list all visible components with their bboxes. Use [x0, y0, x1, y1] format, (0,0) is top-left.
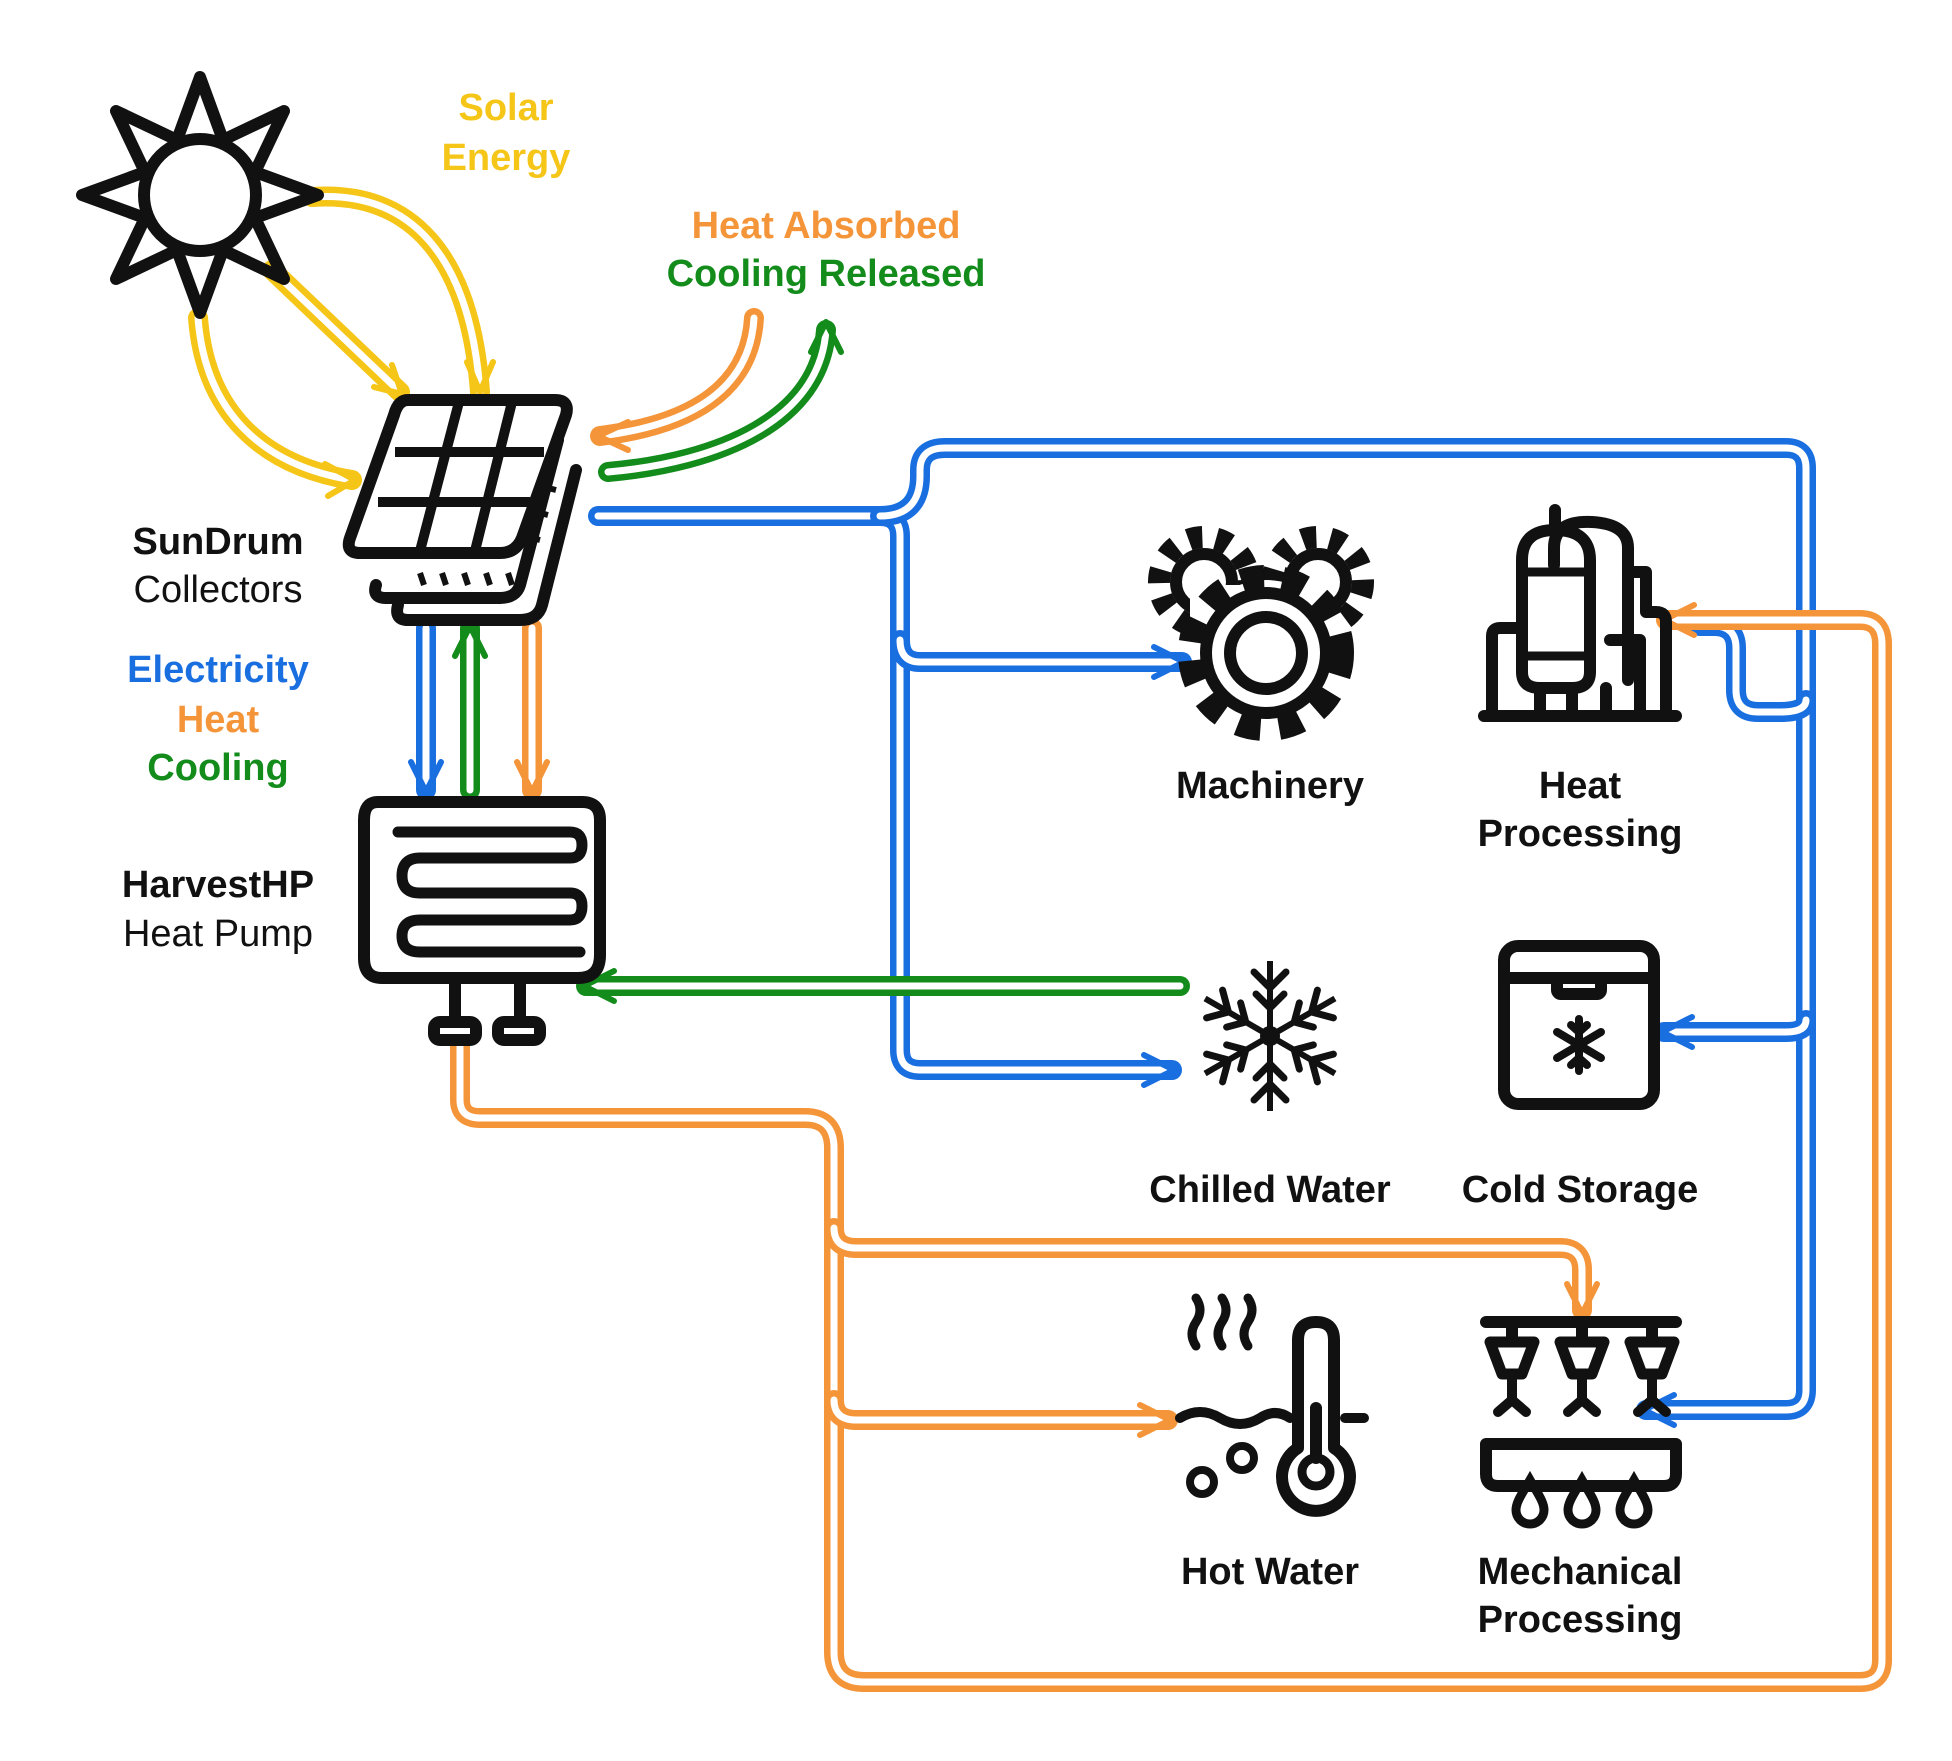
freezer-icon	[1498, 940, 1660, 1110]
cooling-released-label: Cooling Released	[667, 253, 986, 295]
heatpump-name: HarvestHP	[122, 864, 314, 906]
hot-water-label: Hot Water	[1181, 1551, 1359, 1593]
mechanical-processing-label-line2: Processing	[1478, 1599, 1683, 1641]
sun-icon	[76, 71, 324, 319]
thermometer-steam-icon	[1175, 1293, 1369, 1517]
flow-electricity-label: Electricity	[127, 649, 309, 691]
flow-cooling-label: Cooling	[147, 747, 288, 789]
machinery-label: Machinery	[1176, 765, 1364, 807]
labels: Solar Energy Heat Absorbed Cooling Relea…	[122, 87, 1698, 1641]
chilled-water-label: Chilled Water	[1149, 1169, 1391, 1211]
gears-icon	[1148, 526, 1374, 741]
heat-pump-coil-icon	[358, 796, 606, 1046]
conveyor-icon	[1480, 1316, 1682, 1524]
heat-absorbed-label: Heat Absorbed	[692, 205, 961, 247]
heat-flows	[450, 602, 1892, 1692]
solar-flows	[188, 186, 496, 499]
tanks-icon	[1478, 504, 1682, 722]
collector-name: SunDrum	[133, 521, 304, 563]
solar-arc-top	[302, 186, 490, 402]
flow-lines	[188, 186, 1892, 1692]
heat-processing-label-line2: Processing	[1478, 813, 1683, 855]
heat-absorbed-flow	[590, 308, 764, 453]
cooling-flows	[452, 618, 1190, 1004]
solar-energy-label-line1: Solar	[458, 87, 553, 129]
cold-storage-label: Cold Storage	[1462, 1169, 1698, 1211]
solar-energy-label-line2: Energy	[442, 137, 571, 179]
cooling-released-flow	[598, 319, 844, 482]
snowflake-icon	[1197, 961, 1343, 1111]
mechanical-processing-label-line1: Mechanical	[1478, 1551, 1683, 1593]
solar-panel-icon	[342, 394, 582, 626]
electricity-flows	[408, 438, 1816, 1428]
collector-subtitle: Collectors	[134, 569, 303, 611]
flow-heat-label: Heat	[177, 699, 260, 741]
heat-processing-label-line1: Heat	[1539, 765, 1622, 807]
heatpump-subtitle: Heat Pump	[123, 913, 313, 955]
